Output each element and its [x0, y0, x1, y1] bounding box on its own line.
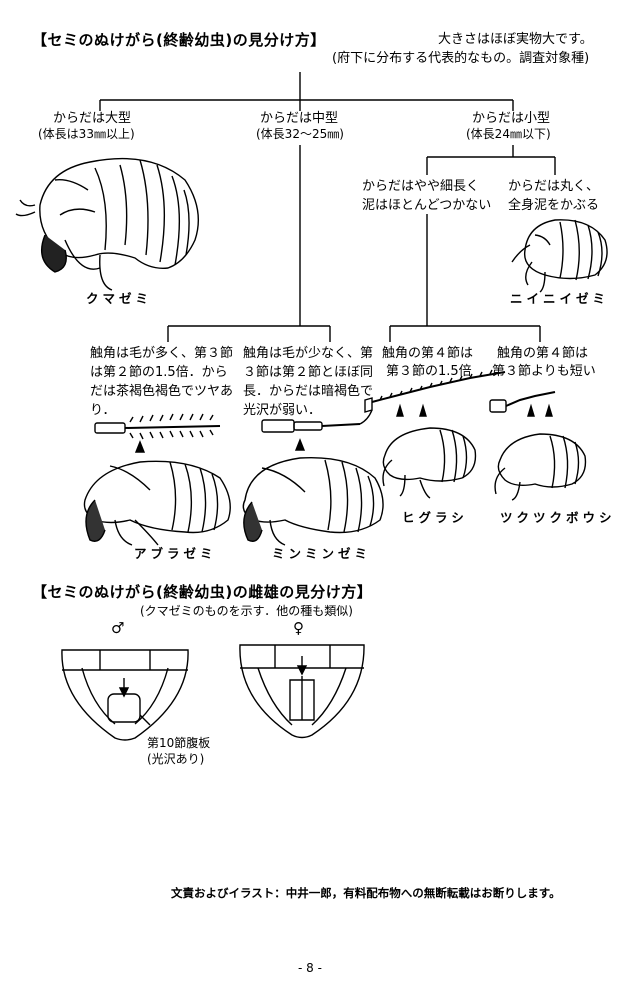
medium-group-label: からだは中型	[260, 111, 339, 126]
small-group-label: からだは小型	[472, 111, 551, 126]
round-branch-label-1: からだは丸く、	[508, 179, 600, 194]
higurashi-illustration	[382, 427, 477, 499]
species-name-minminzemi: ミンミンゼミ	[272, 546, 372, 561]
minminzemi-illustration	[242, 438, 384, 546]
higurashi-antenna-illustration	[364, 369, 506, 417]
species-name-higurashi: ヒグラシ	[402, 510, 468, 525]
higurashi-description-1: 触角の第４節は	[382, 346, 474, 361]
niiniizemi-illustration	[511, 219, 608, 293]
species-name-tsukutsukuboushi: ツクツクボウシ	[500, 510, 616, 525]
medium-group-size: (体長32～25㎜)	[256, 127, 344, 141]
abura-description: 触角は毛が多く、第３節は第２節の1.5倍．からだは茶褐色褐色でツヤあり．	[90, 346, 234, 418]
aburazemi-illustration	[83, 440, 231, 546]
tsukutsuku-description-2: 第３節よりも短い	[492, 364, 596, 379]
slender-branch-label-2: 泥はほとんどつかない	[362, 198, 492, 213]
species-name-niiniizemi: ニイニイゼミ	[510, 291, 610, 306]
tsukutsukuboushi-illustration	[494, 433, 587, 501]
key-title: 【セミのぬけがら(終齢幼虫)の見分け方】	[32, 31, 326, 49]
size-note: 大きさはほぼ実物大です。	[438, 32, 593, 47]
sex-section-subtitle: (クマゼミのものを示す．他の種も類似)	[140, 604, 353, 618]
female-symbol: ♀	[293, 619, 304, 637]
page-number: - 8 -	[298, 961, 322, 975]
male-abdomen-diagram	[61, 649, 189, 741]
tsukutsuku-antenna-illustration	[489, 391, 556, 417]
species-name-kumazemi: クマゼミ	[86, 291, 153, 306]
tsukutsuku-description-1: 触角の第４節は	[497, 346, 589, 361]
abura-antenna-illustration	[94, 413, 221, 440]
female-abdomen-diagram	[239, 644, 365, 739]
key-tree-lines	[99, 72, 556, 342]
small-group-size: (体長24㎜以下)	[466, 127, 551, 141]
kumazemi-illustration	[15, 157, 200, 291]
distribution-note: (府下に分布する代表的なもの。調査対象種)	[332, 51, 590, 66]
minmin-description: 触角は毛が少なく、第３節は第２節とほぼ同長．からだは暗褐色で光沢が弱い．	[243, 346, 374, 418]
slender-branch-label-1: からだはやや細長く	[362, 179, 480, 194]
large-group-label: からだは大型	[53, 111, 132, 126]
male-symbol: ♂	[111, 619, 125, 637]
round-branch-label-2: 全身泥をかぶる	[508, 198, 600, 213]
sex-section-title: 【セミのぬけがら(終齢幼虫)の雌雄の見分け方】	[32, 583, 373, 601]
minmin-antenna-illustration	[261, 409, 373, 433]
sternite-label-2: (光沢あり)	[147, 752, 205, 766]
species-name-aburazemi: アブラゼミ	[134, 546, 217, 561]
credit-line: 文責およびイラスト：中井一郎，有料配布物への無断転載はお断りします。	[171, 886, 561, 900]
sternite-label-1: 第10節腹板	[147, 736, 211, 750]
higurashi-description-2: 第３節の1.5倍	[386, 364, 472, 379]
large-group-size: (体長は33㎜以上)	[38, 127, 135, 141]
